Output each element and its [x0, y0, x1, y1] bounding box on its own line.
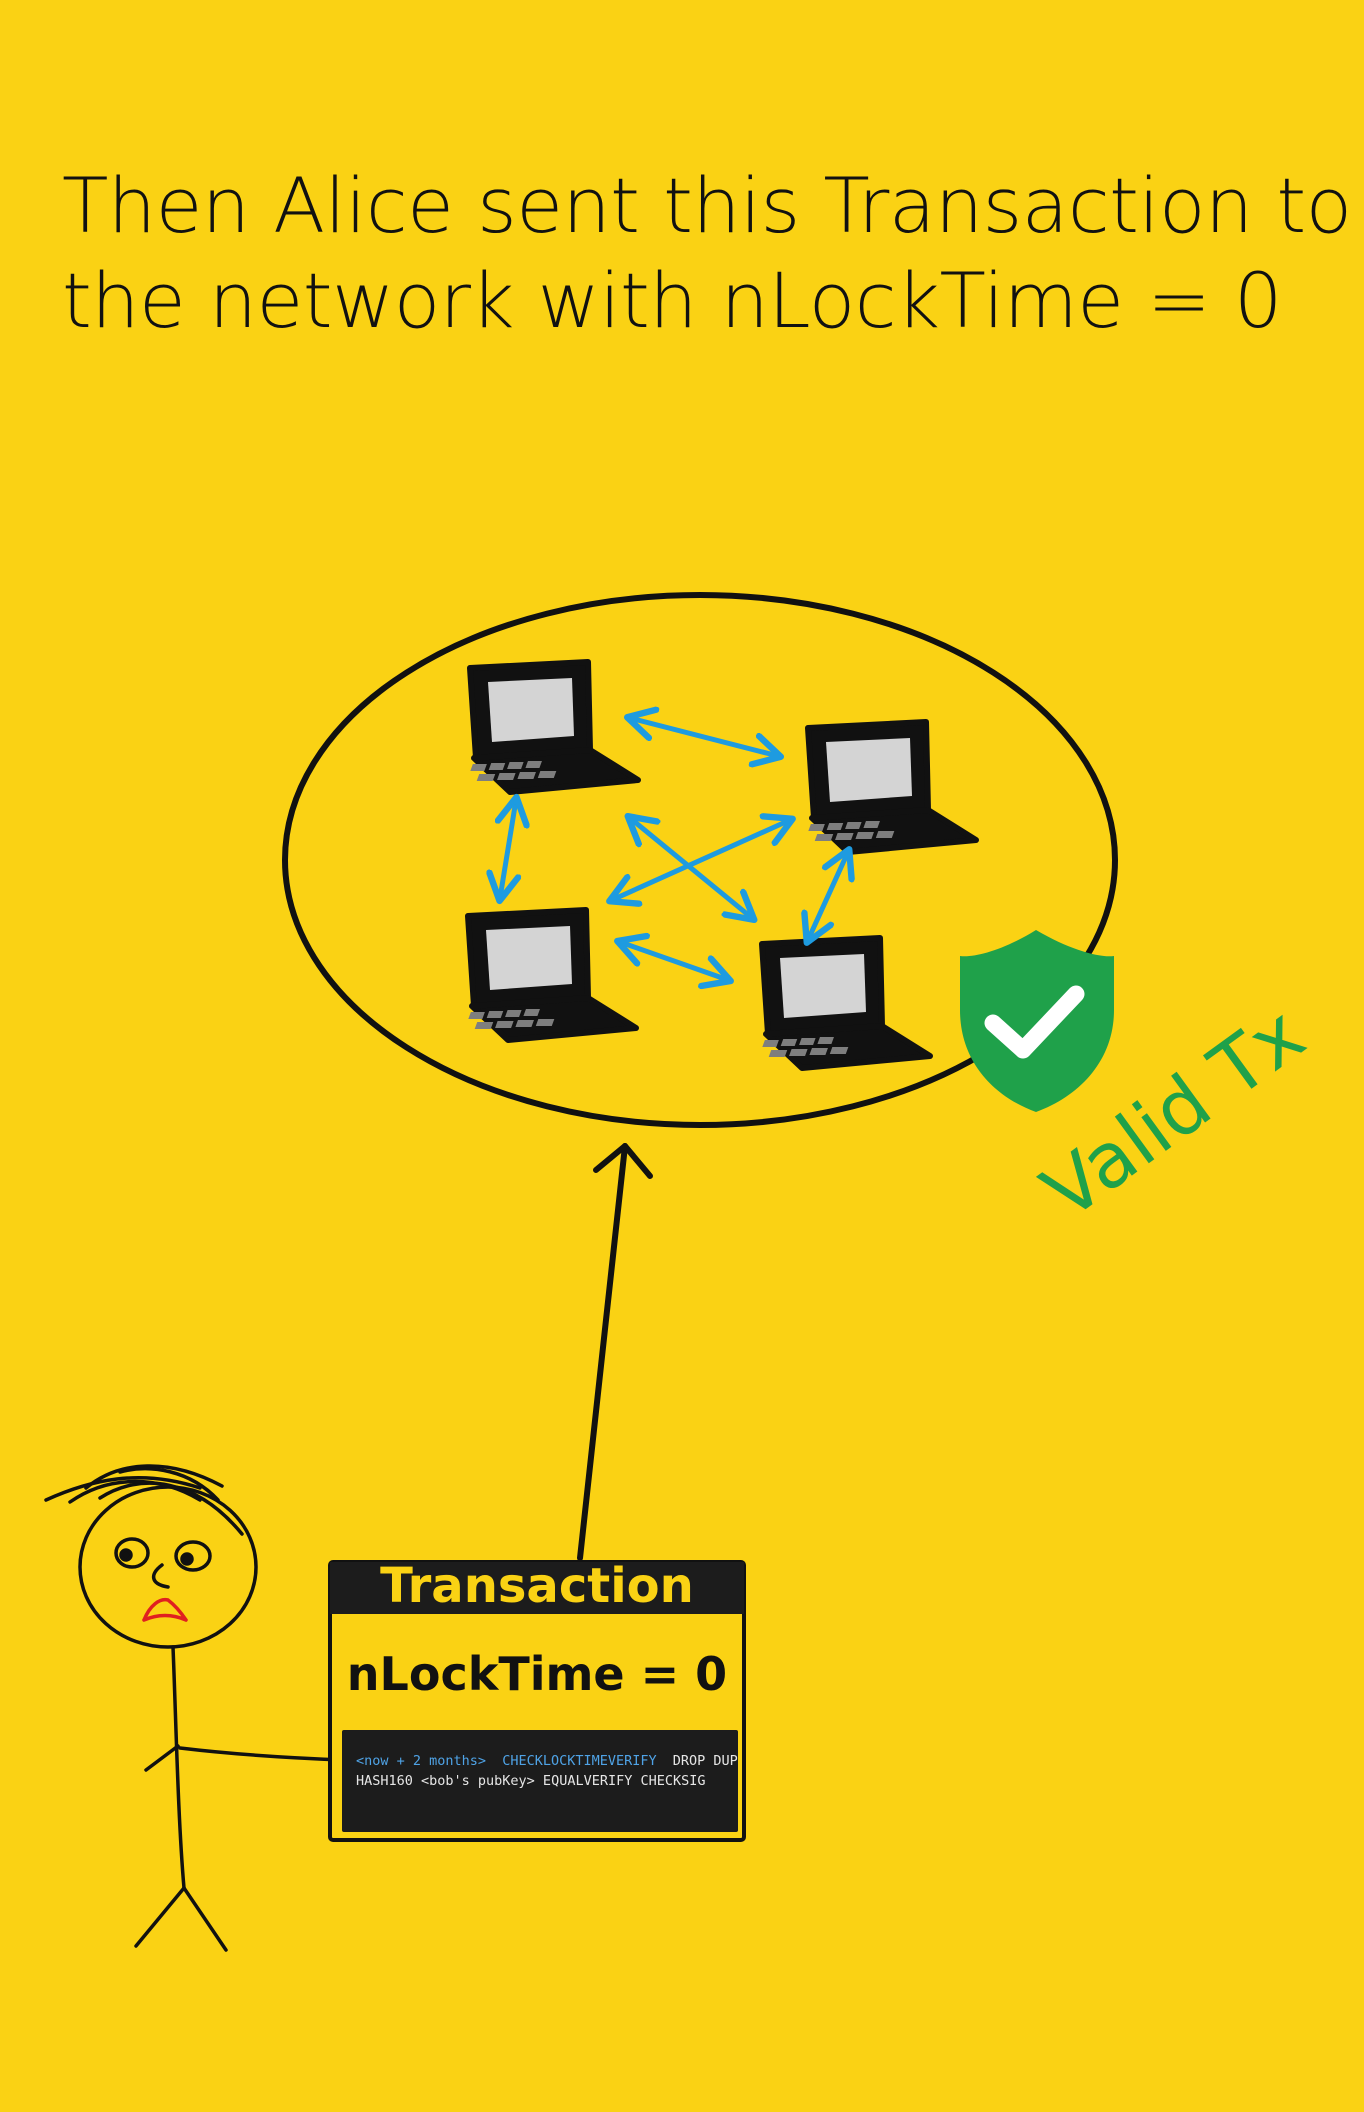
- connection-arrow: [612, 820, 790, 900]
- locking-script-box: [342, 1730, 738, 1832]
- laptop-icon: [470, 662, 638, 792]
- connection-arrow: [500, 800, 516, 898]
- send-arrow: [577, 1143, 653, 1561]
- laptop-icon: [808, 722, 976, 852]
- laptop-icon: [762, 938, 930, 1068]
- transaction-locktime: nLockTime = 0: [347, 1647, 727, 1701]
- locking-script-line-2: HASH160 <bob's pubKey> EQUALVERIFY CHECK…: [356, 1773, 706, 1789]
- laptop-icon: [468, 910, 636, 1040]
- alice-stick-figure: [44, 1464, 346, 1952]
- script-token-time: <now + 2 months>: [356, 1753, 486, 1769]
- connection-arrows: [500, 718, 848, 980]
- script-token-opcode: CHECKLOCKTIMEVERIFY: [502, 1753, 656, 1769]
- worried-mouth: [142, 1597, 188, 1622]
- connection-arrow: [630, 718, 778, 756]
- transaction-card: Transaction nLockTime = 0 <now + 2 month…: [328, 1558, 746, 1842]
- shield-check-icon: [960, 930, 1114, 1112]
- heading-line-2: the network with nLockTime = 0: [62, 256, 1282, 345]
- connection-arrow: [620, 942, 728, 980]
- network-boundary: [282, 592, 1118, 1128]
- heading-line-1: Then Alice sent this Transaction to: [62, 161, 1352, 250]
- connection-arrow: [808, 852, 848, 940]
- script-token-rest: DROP DUP: [673, 1753, 738, 1769]
- transaction-title: Transaction: [380, 1558, 694, 1614]
- locking-script-line-1: <now + 2 months> CHECKLOCKTIMEVERIFY DRO…: [356, 1753, 738, 1769]
- transaction-card-header: [330, 1562, 744, 1614]
- connection-arrow: [630, 818, 752, 918]
- page-heading: Then Alice sent this Transaction to the …: [62, 158, 1352, 348]
